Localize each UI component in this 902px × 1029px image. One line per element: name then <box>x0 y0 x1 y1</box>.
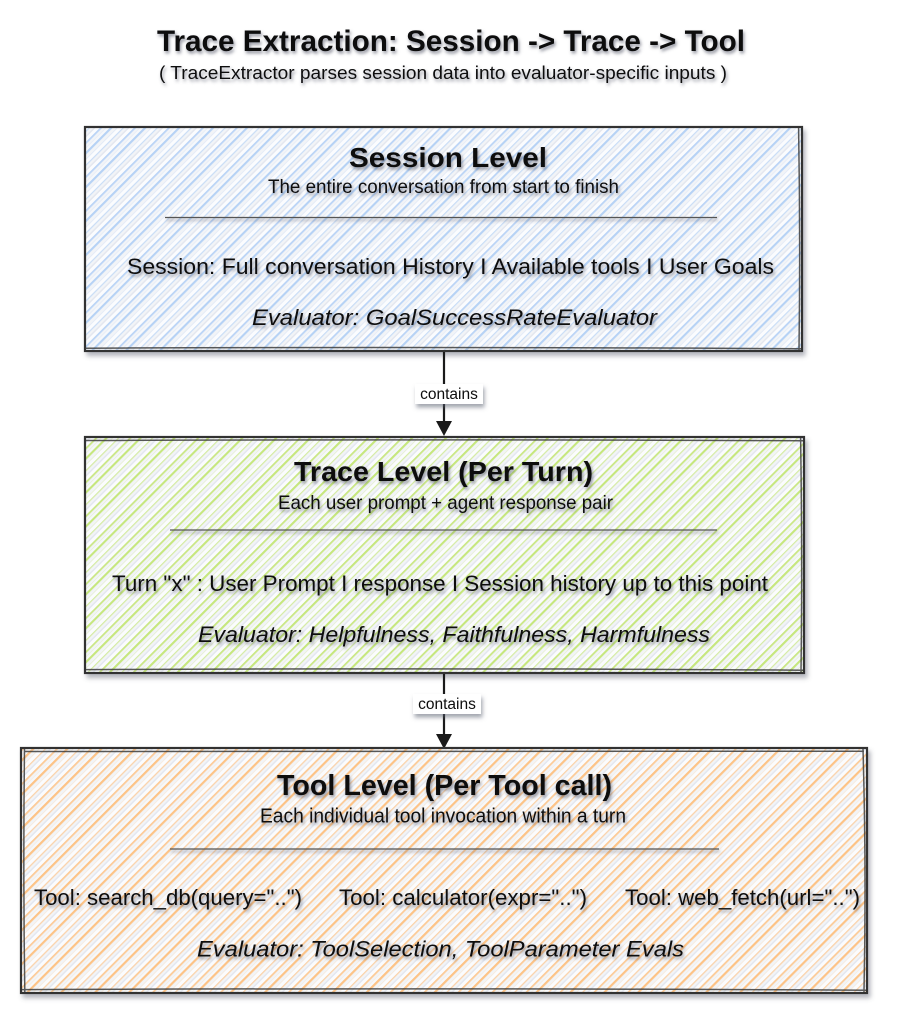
svg-text:Tool: search_db(query=".."): Tool: search_db(query="..") <box>34 885 302 910</box>
svg-text:( TraceExtractor parses sessio: ( TraceExtractor parses session data int… <box>159 62 727 83</box>
svg-text:Turn "x" : User Prompt I respo: Turn "x" : User Prompt I response I Sess… <box>112 571 768 596</box>
svg-text:Tool Level (Per Tool call): Tool Level (Per Tool call) <box>277 770 612 802</box>
svg-text:Trace Extraction: Session -> T: Trace Extraction: Session -> Trace -> To… <box>157 25 745 58</box>
svg-text:Evaluator: GoalSuccessRateEval: Evaluator: GoalSuccessRateEvaluator <box>252 305 659 330</box>
svg-text:Session: Full conversation His: Session: Full conversation History I Ava… <box>127 254 774 279</box>
svg-text:The entire conversation from s: The entire conversation from start to fi… <box>268 176 619 198</box>
svg-text:Each user prompt + agent respo: Each user prompt + agent response pair <box>278 492 613 514</box>
svg-text:Trace Level (Per Turn): Trace Level (Per Turn) <box>294 456 593 487</box>
svg-text:Tool: calculator(expr=".."): Tool: calculator(expr="..") <box>339 885 587 910</box>
svg-text:Each individual tool invocatio: Each individual tool invocation within a… <box>260 806 626 828</box>
svg-text:Tool: web_fetch(url=".."): Tool: web_fetch(url="..") <box>625 885 860 910</box>
svg-text:Evaluator: ToolSelection, Tool: Evaluator: ToolSelection, ToolParameter … <box>197 937 684 962</box>
svg-text:contains: contains <box>420 386 478 403</box>
svg-text:Session Level: Session Level <box>349 142 547 173</box>
svg-text:contains: contains <box>418 696 476 713</box>
svg-text:Evaluator: Helpfulness, Faithf: Evaluator: Helpfulness, Faithfulness, Ha… <box>198 622 710 647</box>
